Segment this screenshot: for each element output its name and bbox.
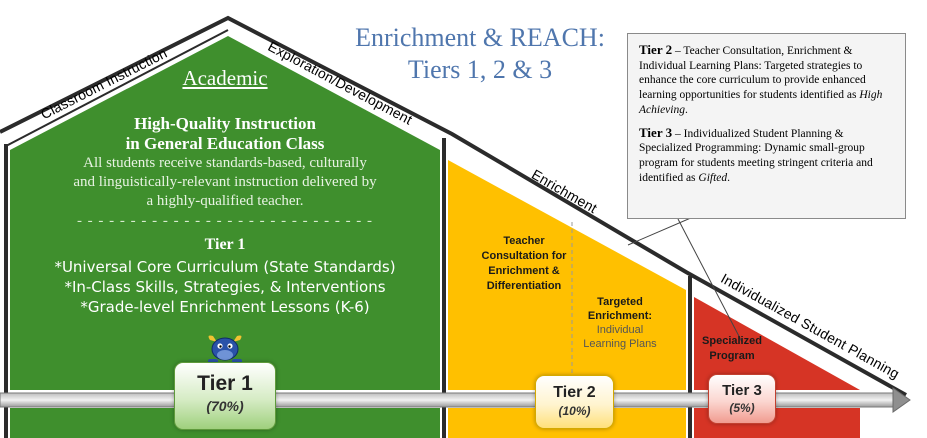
- teacher-line1: Teacher: [503, 235, 545, 247]
- title-line1: Enrichment & REACH:: [355, 23, 605, 52]
- callout-tier2-head: Tier 2: [639, 42, 673, 57]
- teacher-consultation-label: Teacher Consultation for Enrichment & Di…: [474, 234, 574, 294]
- callout-tier2-em: High Achieving: [639, 89, 883, 116]
- roof-line: [0, 15, 907, 397]
- tier3-block: [694, 297, 860, 390]
- specialized-program-label: Specialized Program: [697, 334, 767, 364]
- callout-pointer-tier2: [627, 213, 701, 246]
- tier3-badge-label: Tier 3: [722, 382, 762, 399]
- teacher-line4: Differentiation: [486, 280, 562, 292]
- title-line2: Tiers 1, 2 & 3: [407, 55, 553, 84]
- callout-tier2-body: – Teacher Consultation, Enrichment & Ind…: [639, 45, 866, 102]
- academic-tier1-block: [10, 36, 440, 390]
- callout-tier2-end: .: [684, 103, 688, 116]
- diagram-title: Enrichment & REACH: Tiers 1, 2 & 3: [330, 22, 630, 86]
- arrow-right-icon: [892, 387, 911, 413]
- callout-tier3: Tier 3 – Individualized Student Planning…: [639, 124, 895, 186]
- callout-tier3-em: Gifted: [698, 171, 728, 184]
- targeted-line2: Enrichment:: [587, 310, 653, 322]
- tier1-badge-percent: (70%): [206, 398, 244, 414]
- tier3-badge: Tier 3 (5%): [708, 374, 776, 424]
- tier2-badge: Tier 2 (10%): [535, 375, 614, 429]
- academic-heading: Academic: [182, 66, 268, 90]
- hq-instruction-heading: High-Quality Instruction in General Educ…: [100, 114, 350, 154]
- tier1-item-list: *Universal Core Curriculum (State Standa…: [40, 257, 410, 317]
- teacher-line2: Consultation for: [481, 250, 567, 262]
- special-line1: Specialized: [702, 335, 762, 347]
- hq-desc-line2: and linguistically-relevant instruction …: [73, 174, 377, 190]
- targeted-sub2: Learning Plans: [583, 338, 657, 350]
- tier-description-callout: Tier 2 – Teacher Consultation, Enrichmen…: [627, 33, 906, 219]
- list-item: *Grade-level Enrichment Lessons (K-6): [80, 298, 370, 316]
- callout-pointer-tier3: [677, 218, 743, 343]
- roof-line-inner: [5, 29, 229, 147]
- tier1-heading: Tier 1: [204, 236, 246, 253]
- special-line2: Program: [709, 350, 755, 362]
- tier2-badge-percent: (10%): [558, 404, 591, 418]
- tier1-badge: Tier 1 (70%): [174, 362, 276, 430]
- bull-mascot-icon: [208, 335, 242, 365]
- hq-line2: in General Education Class: [125, 134, 325, 153]
- callout-tier3-head: Tier 3: [639, 124, 673, 140]
- list-item: *In-Class Skills, Strategies, & Interven…: [64, 278, 386, 296]
- list-item: *Universal Core Curriculum (State Standa…: [54, 258, 396, 276]
- targeted-sub1: Individual: [596, 324, 644, 336]
- tier3-badge-percent: (5%): [729, 401, 755, 415]
- hq-desc-line1: All students receive standards-based, cu…: [83, 155, 367, 171]
- teacher-line3: Enrichment &: [488, 265, 560, 277]
- academic-divider: - - - - - - - - - - - - - - - - - - - - …: [76, 213, 374, 229]
- tier1-badge-label: Tier 1: [197, 372, 253, 395]
- hq-desc-line3: a highly-qualified teacher.: [146, 193, 304, 209]
- callout-tier3-body: – Individualized Student Planning & Spec…: [639, 127, 873, 184]
- hq-line1: High-Quality Instruction: [134, 114, 316, 133]
- hq-description: All students receive standards-based, cu…: [55, 154, 395, 211]
- callout-tier3-end: .: [727, 171, 731, 184]
- targeted-enrichment-label: Targeted Enrichment: Individual Learning…: [575, 295, 665, 351]
- tier2-block: [448, 160, 686, 390]
- tier2-badge-label: Tier 2: [553, 384, 596, 401]
- callout-tier2: Tier 2 – Teacher Consultation, Enrichmen…: [639, 42, 895, 118]
- targeted-line1: Targeted: [597, 296, 643, 308]
